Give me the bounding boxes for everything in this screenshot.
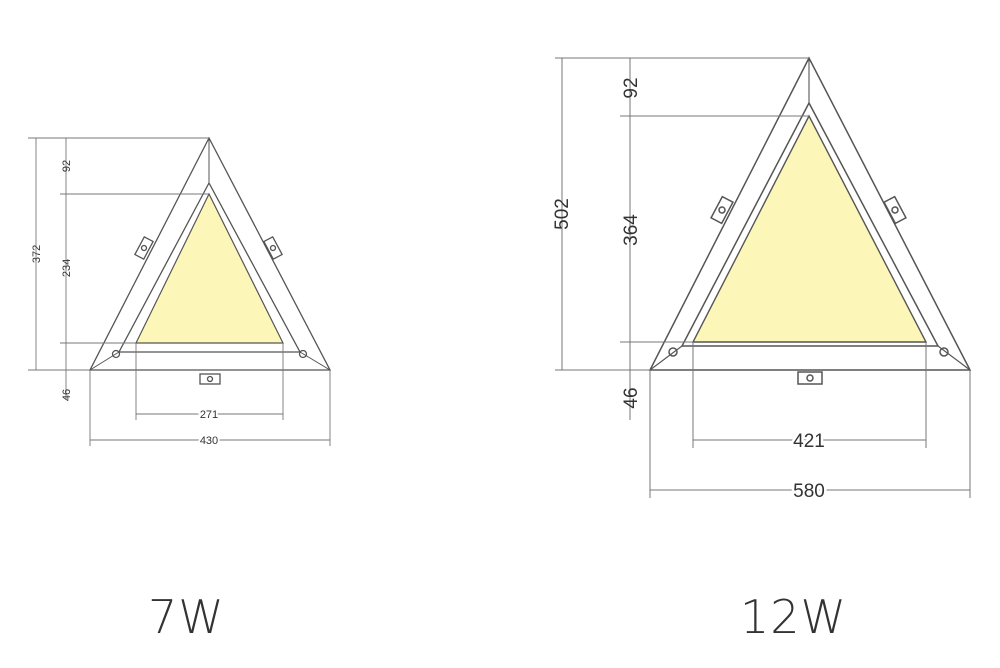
dim-inner-height: 364 [621, 214, 642, 246]
light-panel [691, 114, 928, 343]
panel-label-12w: 12W [740, 590, 848, 644]
screw-icon [939, 347, 949, 357]
inner-frame [117, 181, 302, 353]
dim-top-offset: 92 [61, 160, 73, 172]
inner-frame [680, 101, 940, 347]
dim-total-height: 502 [552, 198, 573, 230]
mount-clip-icon [797, 371, 823, 385]
dim-bottom-offset: 46 [621, 387, 642, 408]
mount-clip-icon [710, 195, 734, 225]
mount-clip-icon [883, 195, 907, 225]
dim-bottom-offset: 46 [61, 389, 73, 401]
mount-clip-icon [263, 235, 283, 261]
dim-total-height: 372 [31, 245, 43, 263]
screw-icon [668, 347, 678, 357]
dimensions-7w [28, 137, 331, 446]
screw-icon [298, 349, 308, 359]
dim-top-offset: 92 [621, 77, 642, 98]
dimensions-12w [555, 57, 971, 498]
panel-12w [648, 56, 972, 385]
outer-frame [88, 136, 332, 371]
mount-clip-icon [199, 373, 221, 385]
dim-labels-7w: 372 92 234 46 271 430 [31, 160, 220, 449]
screw-icon [111, 349, 121, 359]
panel-7w [88, 136, 332, 385]
dim-inner-width: 421 [793, 431, 825, 452]
dim-labels-12w: 502 92 364 46 421 580 [552, 77, 827, 504]
light-panel [135, 192, 284, 344]
dim-inner-height: 234 [61, 259, 73, 277]
dim-total-width: 580 [793, 481, 825, 502]
mount-clip-icon [134, 235, 154, 261]
dim-inner-width: 271 [200, 409, 218, 421]
panel-label-7w: 7W [148, 590, 225, 644]
dim-total-width: 430 [200, 435, 218, 447]
